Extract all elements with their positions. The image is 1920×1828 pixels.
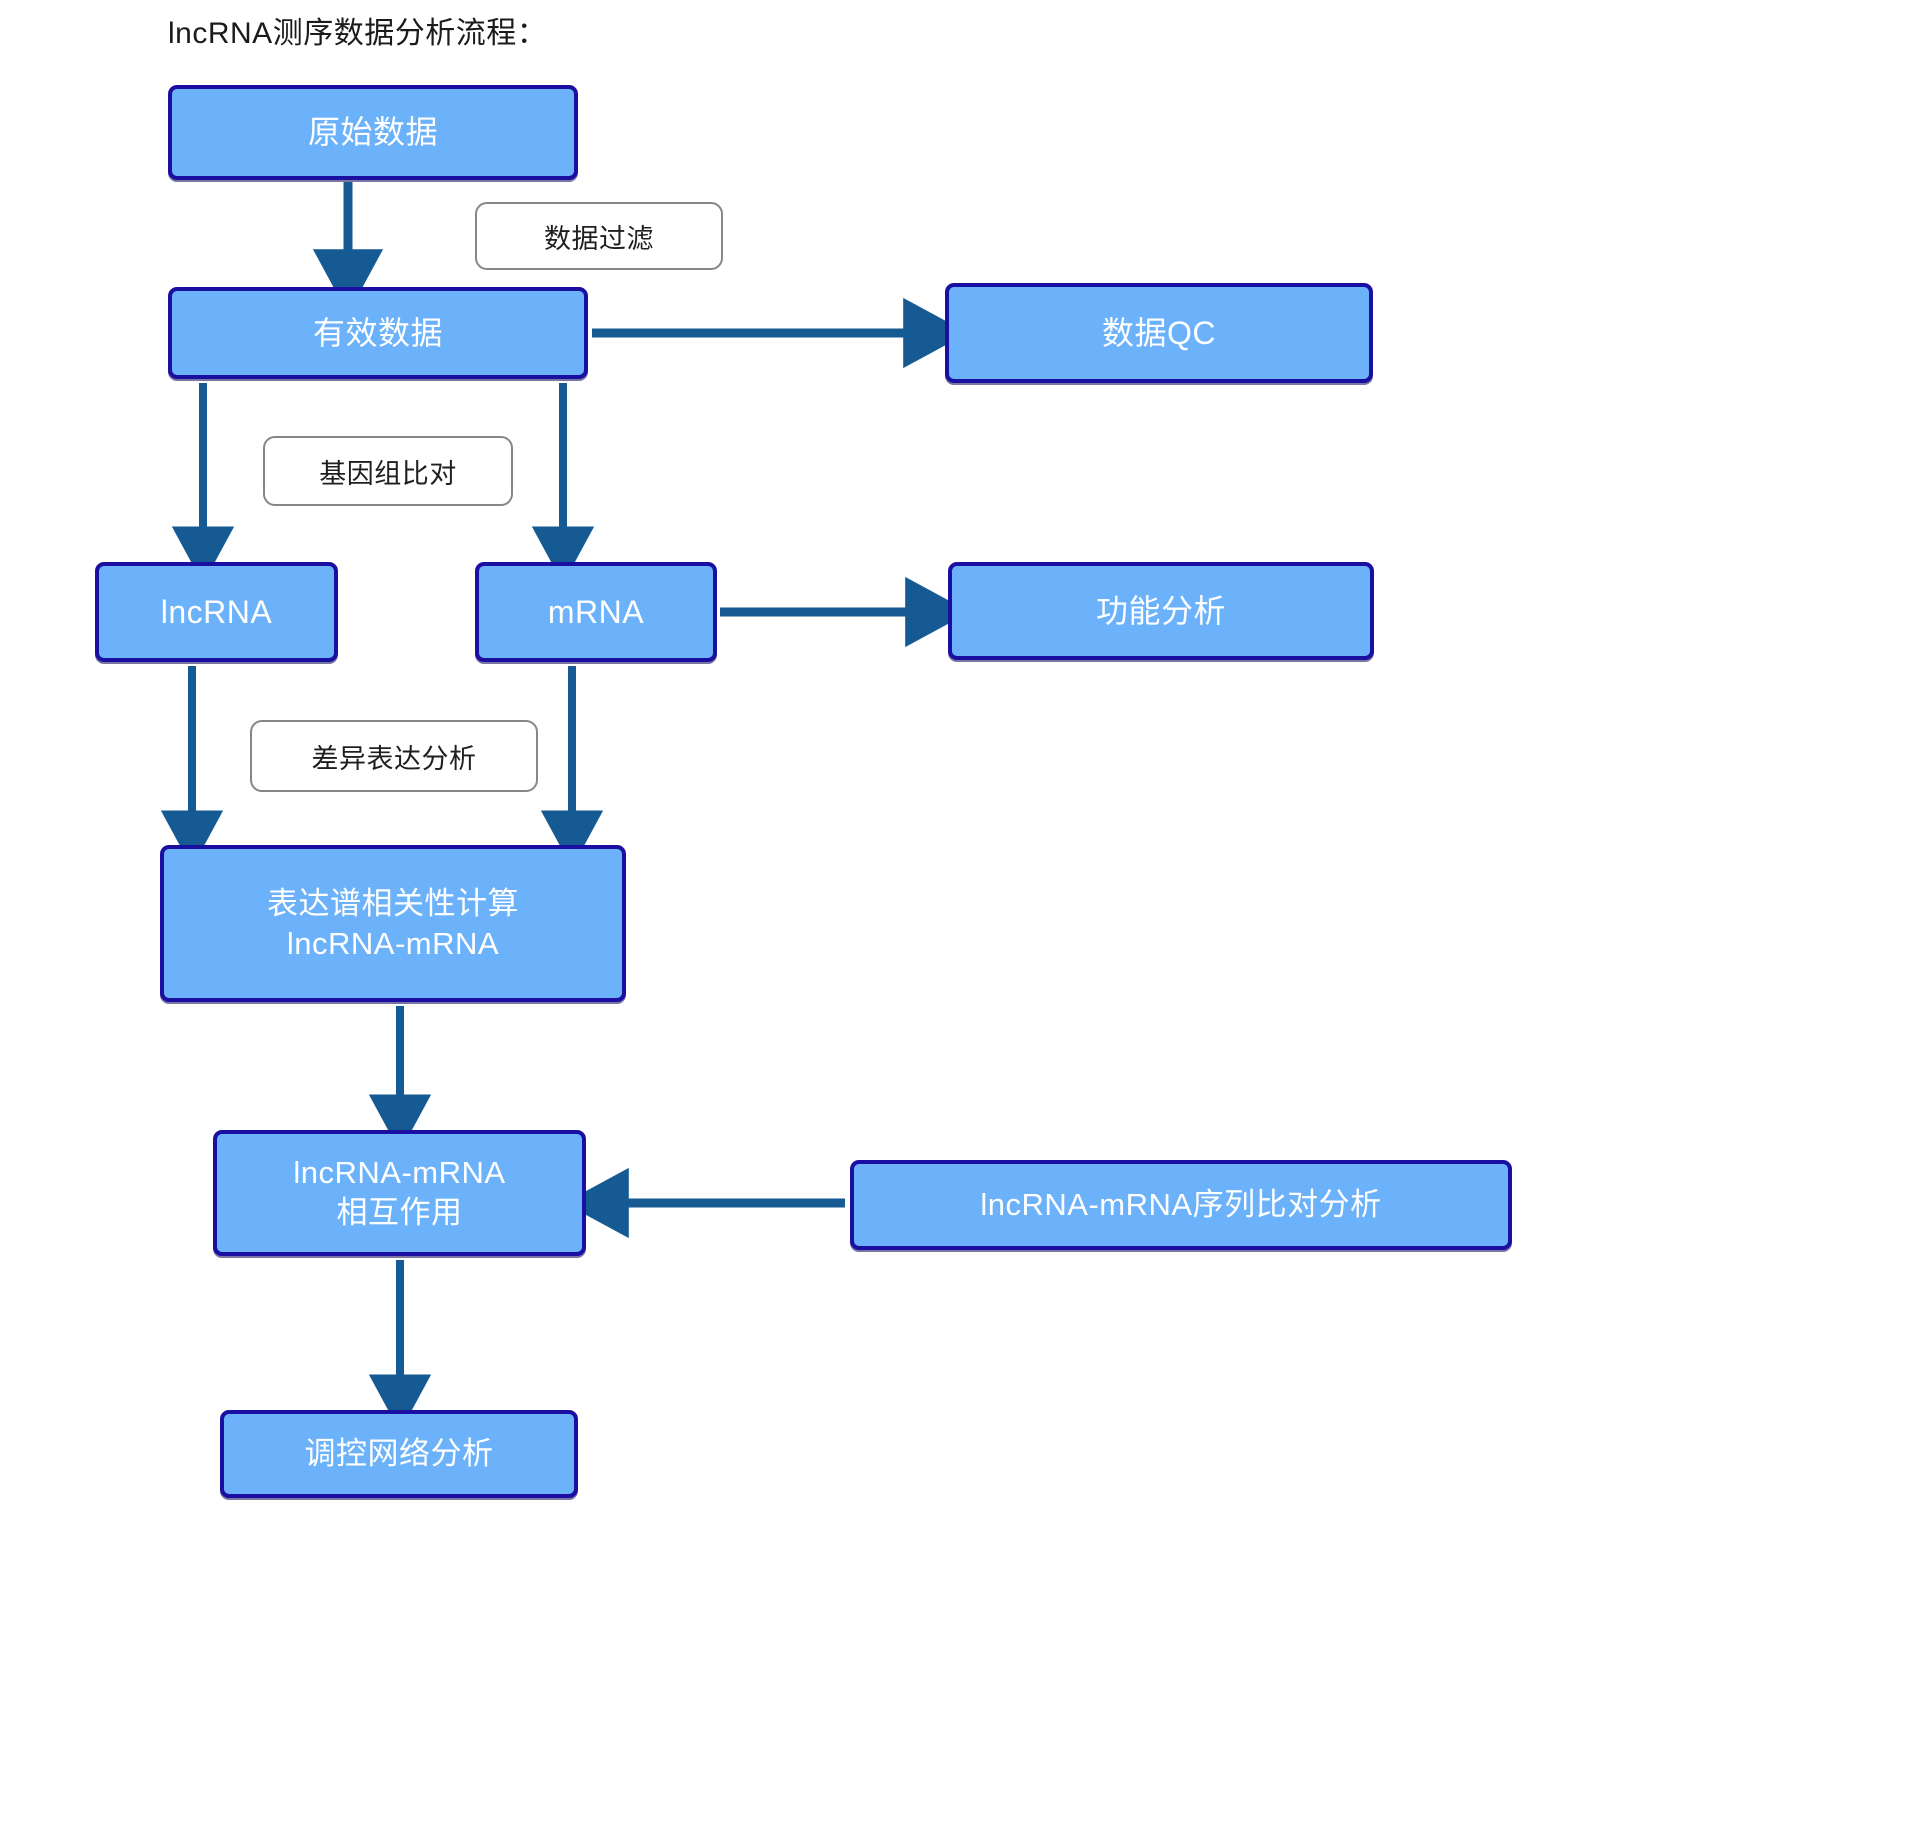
node-correlation[interactable]: 表达谱相关性计算 lncRNA-mRNA	[160, 845, 626, 1002]
node-label: 原始数据	[307, 114, 438, 151]
node-valid-data[interactable]: 有效数据	[168, 287, 588, 379]
node-label: mRNA	[547, 593, 645, 630]
node-label: 调控网络分析	[304, 1436, 494, 1472]
node-lncrna[interactable]: lncRNA	[95, 562, 338, 662]
node-label: lncRNA	[160, 593, 273, 630]
edge-label-text: 数据过滤	[544, 223, 654, 254]
node-label: lncRNA-mRNA 相互作用	[293, 1155, 506, 1230]
node-label: 数据QC	[1101, 314, 1216, 351]
page-title: lncRNA测序数据分析流程：	[168, 17, 548, 50]
edge-label-text: 差异表达分析	[311, 743, 477, 774]
node-label: 有效数据	[312, 314, 443, 351]
node-label: lncRNA-mRNA序列比对分析	[980, 1187, 1382, 1223]
node-network-analysis[interactable]: 调控网络分析	[220, 1410, 578, 1498]
edge-label-differential-expression: 差异表达分析	[250, 720, 538, 792]
node-data-qc[interactable]: 数据QC	[945, 283, 1373, 383]
node-mrna[interactable]: mRNA	[475, 562, 717, 662]
node-label: 功能分析	[1095, 592, 1226, 629]
node-function-analysis[interactable]: 功能分析	[948, 562, 1374, 660]
node-interaction[interactable]: lncRNA-mRNA 相互作用	[213, 1130, 586, 1256]
node-raw-data[interactable]: 原始数据	[168, 85, 578, 180]
edge-label-data-filter: 数据过滤	[475, 202, 723, 270]
node-seq-alignment[interactable]: lncRNA-mRNA序列比对分析	[850, 1160, 1512, 1250]
node-label: 表达谱相关性计算 lncRNA-mRNA	[267, 885, 519, 961]
edge-label-genome-alignment: 基因组比对	[263, 436, 513, 506]
edge-label-text: 基因组比对	[319, 458, 457, 489]
